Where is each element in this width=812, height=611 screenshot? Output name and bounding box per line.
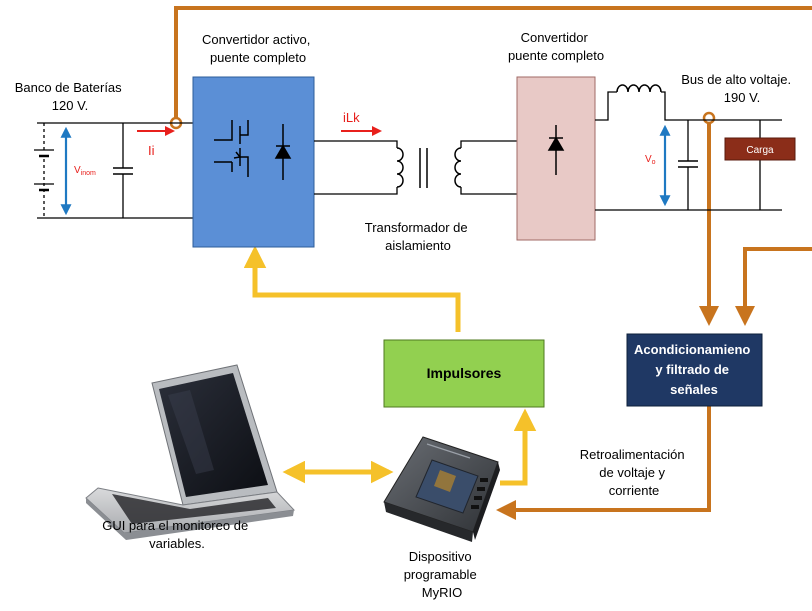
bus-sense-point — [702, 111, 716, 125]
output-capacitor-icon — [678, 160, 698, 168]
converter-diode-icon — [547, 125, 565, 175]
vinom-label: Vinom — [74, 165, 96, 177]
orange-feedback-paths — [174, 6, 812, 520]
input-capacitor-icon — [113, 167, 133, 175]
gui-label: GUI para el monitoreo de variables. — [102, 518, 252, 551]
output-circuit — [595, 91, 782, 211]
drivers-block — [383, 339, 545, 408]
active-converter-block — [192, 76, 315, 248]
feedback-to-device-path — [496, 406, 711, 520]
transformer-label: Transformador de aislamiento — [365, 220, 471, 253]
transformer-icon — [396, 147, 462, 188]
vo-label: Vo — [645, 154, 656, 166]
active-converter-label: Convertidor activo, puente completo — [202, 32, 314, 65]
transformer-wiring — [314, 140, 517, 195]
laptop-icon — [85, 364, 296, 540]
conditioning-block — [626, 333, 763, 407]
ii-label: Ii — [148, 143, 155, 158]
load-label: Carga — [746, 145, 774, 156]
diode-icon — [274, 124, 292, 180]
drivers-to-converter-arrow — [243, 245, 461, 332]
primary-circuit — [37, 122, 193, 219]
myrio-device-icon — [383, 436, 500, 542]
yellow-control-paths — [243, 245, 537, 486]
drivers-label: Impulsores — [427, 365, 502, 381]
device-label: Dispositivo programable MyRIO — [404, 549, 481, 600]
battery-bank-label: Banco de Baterías 120 V. — [15, 80, 126, 113]
device-to-drivers-arrow — [500, 408, 537, 486]
inductor-icon — [616, 84, 662, 93]
right-sense-path — [735, 247, 812, 326]
input-current-sense-path — [174, 6, 812, 119]
battery-icon — [34, 149, 54, 192]
load-block — [724, 137, 796, 161]
mosfet-icon — [214, 120, 249, 177]
feedback-label: Retroalimentación de voltaje y corriente — [580, 447, 688, 498]
conditioning-label: Acondicionamieno y filtrado de señales — [634, 342, 754, 397]
converter-label: Convertidor puente completo — [508, 30, 604, 63]
bus-label: Bus de alto voltaje. 190 V. — [681, 72, 794, 105]
ilk-label: iLk — [343, 110, 360, 125]
